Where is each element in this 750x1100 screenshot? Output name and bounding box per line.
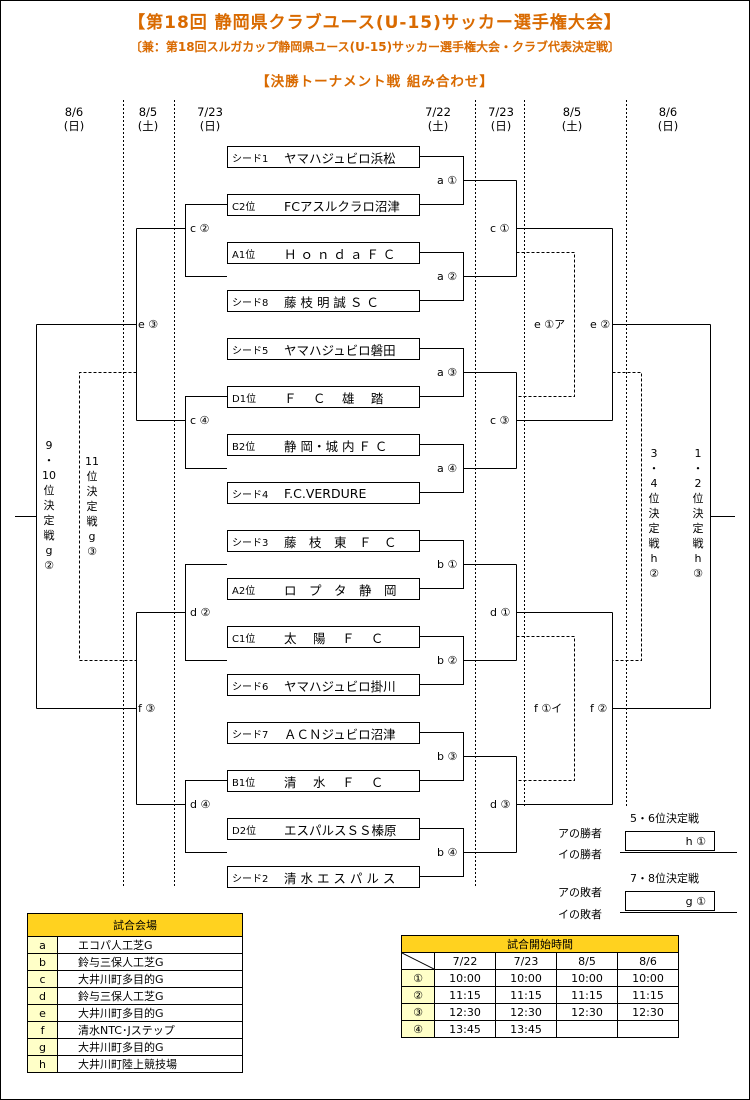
match-label-f3: f ③ (138, 702, 156, 715)
tournament-subtitle: 〔兼：第18回スルガカップ静岡県ユース(U-15)サッカー選手権大会・クラブ代表… (129, 40, 621, 54)
i-loser-label: イの敗者 (558, 908, 602, 921)
match-box-h1: h ① (625, 831, 715, 851)
match-label-e1a: e ①ア (534, 318, 566, 331)
venue-table-header: 試合会場 (27, 913, 243, 937)
match-label-f2: f ② (590, 702, 608, 715)
date-header-col4: 7/22(土) (425, 105, 451, 133)
diagonal-cell (401, 952, 435, 970)
i-winner-label: イの勝者 (558, 848, 602, 861)
team-slot-15: D2位エスパルスＳＳ榛原 (227, 818, 420, 840)
a-winner-label: アの勝者 (558, 827, 602, 840)
match-label-a4: a ④ (437, 462, 458, 475)
section-title: 【決勝トーナメント戦 組み合わせ】 (256, 74, 494, 90)
match-label-c3: c ③ (490, 414, 510, 427)
date-header-col5: 7/23(日) (488, 105, 514, 133)
tournament-title: 【第18回 静岡県クラブユース(U-15)サッカー選手権大会】 (128, 13, 622, 33)
match-label-b1: b ① (437, 558, 458, 571)
match-label-d3: d ③ (490, 798, 511, 811)
match-label-b3: b ③ (437, 750, 458, 763)
date-header-col1: 8/6(日) (63, 105, 85, 133)
match-label-c4: c ④ (190, 414, 210, 427)
match-label-a2: a ② (437, 270, 458, 283)
table-row: ① 10:00 10:00 10:00 10:00 (401, 969, 679, 987)
match-label-c1: c ① (490, 222, 510, 235)
match-label-e3: e ③ (138, 318, 159, 331)
kickoff-table-header: 試合開始時間 (401, 935, 679, 953)
placement-7-8-title: 7・8位決定戦 (630, 872, 699, 885)
a-loser-label: アの敗者 (558, 886, 602, 899)
table-row: 7/22 7/23 8/5 8/6 (401, 952, 679, 970)
team-slot-7: B2位静 岡・城 内 Ｆ Ｃ (227, 434, 420, 456)
date-header-col3: 7/23(日) (197, 105, 223, 133)
match-label-b4: b ④ (437, 846, 458, 859)
table-row: ② 11:15 11:15 11:15 11:15 (401, 986, 679, 1004)
kickoff-table: 試合開始時間 7/22 7/23 8/5 8/6 ① 10:00 10:00 1… (401, 935, 679, 1038)
match-label-d1: d ① (490, 606, 511, 619)
team-slot-10: A2位ロ プ タ 静 岡 (227, 578, 420, 600)
match-label-c2: c ② (190, 222, 210, 235)
date-header-col7: 8/6(日) (657, 105, 679, 133)
match-label-b2: b ② (437, 654, 458, 667)
team-slot-11: C1位太 陽 Ｆ Ｃ (227, 626, 420, 648)
match-label-f1i: f ①イ (534, 702, 563, 715)
match-label-e2: e ② (590, 318, 611, 331)
team-slot-14: B1位清 水 Ｆ Ｃ (227, 770, 420, 792)
table-row: ③ 12:30 12:30 12:30 12:30 (401, 1003, 679, 1021)
table-row: ④ 13:45 13:45 (401, 1020, 679, 1038)
placement-5-6-title: 5・6位決定戦 (630, 812, 699, 825)
match-label-d2: d ② (190, 606, 211, 619)
date-header-col2: 8/5(土) (137, 105, 159, 133)
match-label-a3: a ③ (437, 366, 458, 379)
match-label-d4: d ④ (190, 798, 211, 811)
date-header-col6: 8/5(土) (561, 105, 583, 133)
match-box-g1: g ① (625, 891, 715, 911)
match-label-a1: a ① (437, 174, 458, 187)
